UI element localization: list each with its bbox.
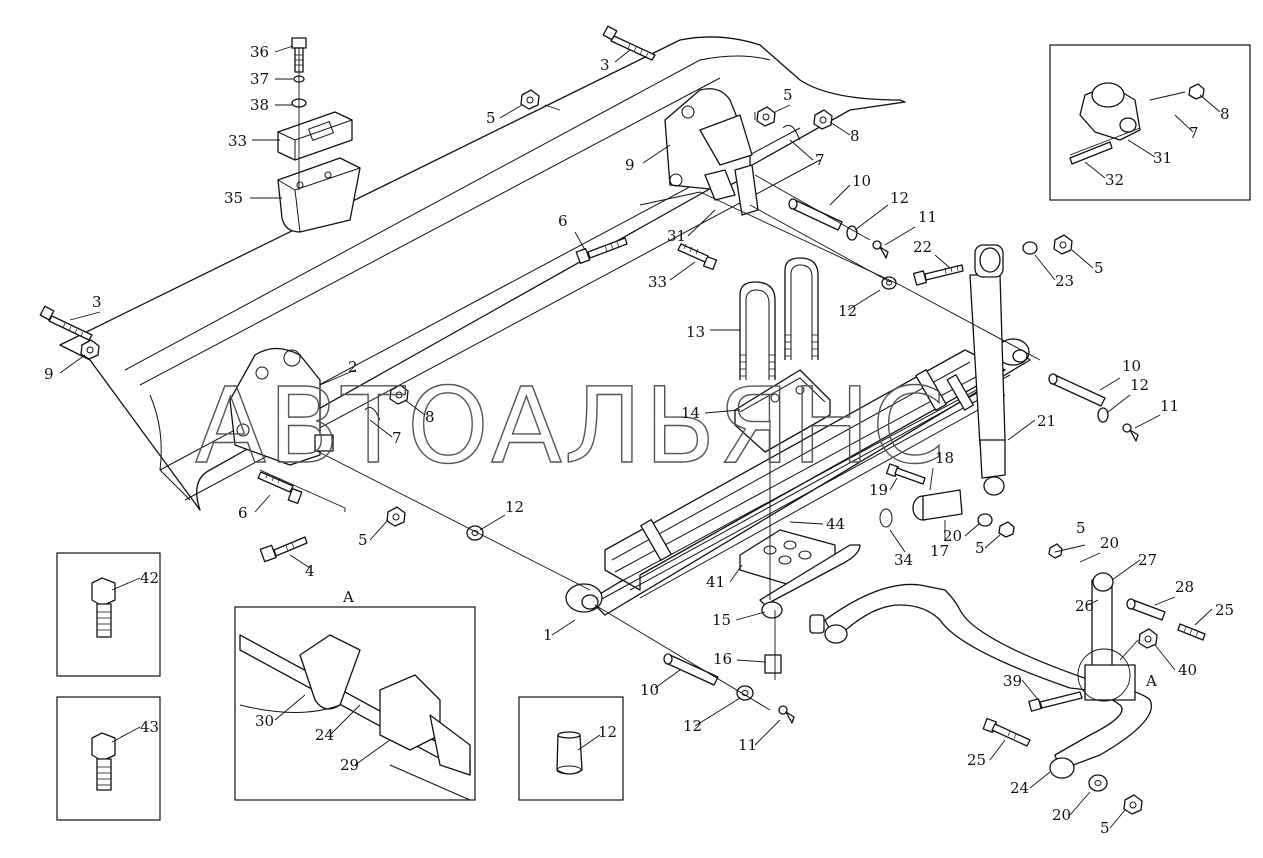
callout: 7 [1189, 124, 1199, 142]
callout: 25 [967, 751, 986, 769]
callout: 36 [250, 43, 269, 61]
callout: 2 [348, 358, 358, 376]
callout: 14 [681, 404, 700, 422]
callout: 8 [425, 408, 435, 426]
callout: 7 [815, 151, 825, 169]
callout: 6 [558, 212, 568, 230]
callout: 35 [224, 189, 243, 207]
rear-shackle-bracket [664, 88, 759, 216]
callout: 11 [738, 736, 757, 754]
callout: 9 [44, 365, 54, 383]
callout: 24 [315, 726, 334, 744]
callout: 4 [305, 562, 315, 580]
callout-pointers [59, 45, 1221, 829]
callout: 22 [913, 238, 932, 256]
callout: 5 [1094, 259, 1104, 277]
callout: 34 [894, 551, 913, 569]
callout: 26 [1075, 597, 1094, 615]
callout: 3 [600, 56, 610, 74]
callout: 5 [1100, 819, 1110, 837]
callout: 11 [918, 208, 937, 226]
callout: 29 [340, 756, 359, 774]
callout: 20 [1100, 534, 1119, 552]
callout: 16 [713, 650, 732, 668]
callout-numbers: 1 2 3 3 4 5 5 5 5 5 5 5 6 6 7 7 7 8 8 8 … [44, 43, 1234, 837]
spring-pad [734, 369, 831, 453]
callout: 25 [1215, 601, 1234, 619]
callout: 8 [850, 127, 860, 145]
callout: 37 [250, 70, 269, 88]
callout: 18 [935, 449, 954, 467]
inset-bolt-42-frame [56, 552, 161, 677]
callout: 28 [1175, 578, 1194, 596]
callout: 15 [712, 611, 731, 629]
callout: 8 [1220, 105, 1230, 123]
callout: 17 [930, 542, 949, 560]
callout: 44 [826, 515, 845, 533]
callout: 1 [543, 626, 553, 644]
inset-pin-12-frame [518, 696, 624, 801]
callout: 12 [890, 189, 909, 207]
callout: 12 [505, 498, 524, 516]
inset-section-a-frame [234, 606, 476, 801]
callout: 12 [683, 717, 702, 735]
callout: 10 [640, 681, 659, 699]
stabilizer-bar [809, 583, 1152, 779]
callout: 5 [975, 539, 985, 557]
callout: 11 [1160, 397, 1179, 415]
drop-link [1084, 572, 1136, 701]
callout: 27 [1138, 551, 1157, 569]
fasteners [39, 25, 1206, 815]
shock-absorber [969, 244, 1006, 496]
section-label: A [342, 588, 354, 606]
callout: 5 [358, 531, 368, 549]
inset-bolt-43-frame [56, 696, 161, 821]
stabilizer-link [759, 544, 861, 674]
axle-seat-plate [739, 529, 836, 586]
callout: 5 [486, 109, 496, 127]
callout: 31 [1153, 149, 1172, 167]
callout: 32 [1105, 171, 1124, 189]
callout: 21 [1037, 412, 1056, 430]
callout: 5 [783, 86, 793, 104]
callout: 12 [1130, 376, 1149, 394]
callout: 24 [1010, 779, 1029, 797]
callout: 43 [140, 718, 159, 736]
callout: 5 [1076, 519, 1086, 537]
callout: 30 [255, 712, 274, 730]
callout: 12 [838, 302, 857, 320]
callout: 7 [392, 429, 402, 447]
callout: 33 [648, 273, 667, 291]
callout: 10 [1122, 357, 1141, 375]
callout: 10 [852, 172, 871, 190]
callout: 20 [943, 527, 962, 545]
callout: 40 [1178, 661, 1197, 679]
u-bolts [739, 257, 819, 380]
front-spring-bracket [229, 347, 334, 466]
callout: 6 [238, 504, 248, 522]
callout: 20 [1052, 806, 1071, 824]
watermark: АВТОАЛЬЯНС [195, 365, 947, 487]
inset-shackle-frame [1049, 44, 1251, 201]
callout: 9 [625, 156, 635, 174]
callout: 41 [706, 573, 725, 591]
callout: 23 [1055, 272, 1074, 290]
callout: 38 [250, 96, 269, 114]
leader-lines [259, 48, 1186, 711]
callout: 19 [869, 481, 888, 499]
leaf-spring [565, 338, 1031, 616]
callout: 13 [686, 323, 705, 341]
callout: 33 [228, 132, 247, 150]
callout: A [1145, 672, 1157, 690]
callout: 3 [92, 293, 102, 311]
callout: 12 [598, 723, 617, 741]
callout: 42 [140, 569, 159, 587]
callout: 39 [1003, 672, 1022, 690]
callout: 31 [667, 227, 686, 245]
